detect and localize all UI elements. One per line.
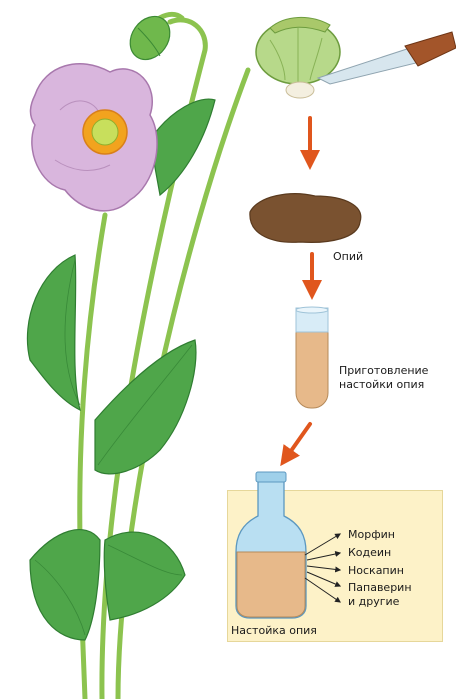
label-preparation-2: настойки опия [339,378,425,391]
leaf-lower-left [29,529,101,641]
alkaloid-papaverine: Папаверин [348,581,412,594]
leaf-upper-stem [149,98,216,197]
test-tube [295,306,329,409]
leaf-lower-right [103,531,186,621]
label-tincture: Настойка опия [231,624,317,637]
poppy-capsule [255,16,341,99]
tincture-bottle [235,471,307,619]
leaf-left [26,254,81,412]
plant-leaves [26,98,216,641]
label-preparation-1: Приготовление [339,364,429,377]
process-arrows [280,116,322,467]
leaf-right-mid [94,339,197,475]
knife-icon [316,31,456,85]
alkaloid-codeine: Кодеин [348,546,392,559]
alkaloid-morphine: Морфин [348,528,395,541]
alkaloid-noscapine: Носкапин [348,564,404,577]
poppy-bud [129,15,171,61]
poppy-flower [29,63,158,212]
alkaloid-others: и другие [348,595,400,608]
alkaloid-arrows [304,533,342,603]
opium-mass [249,193,362,243]
label-opium: Опий [333,250,364,263]
